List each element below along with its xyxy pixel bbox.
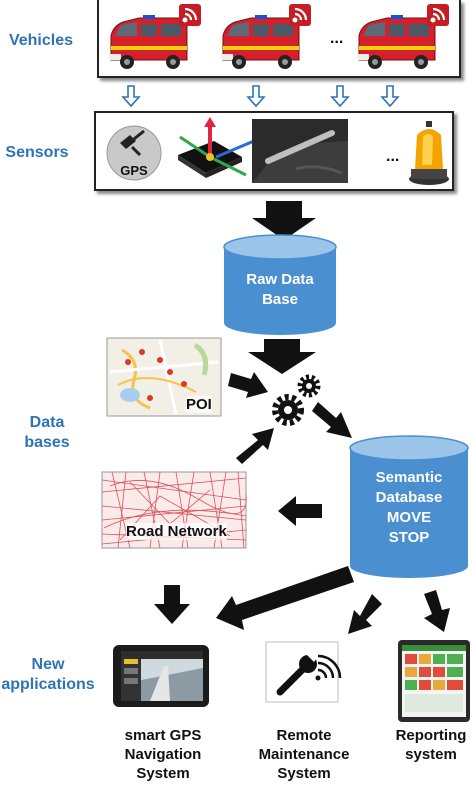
vehicles-panel — [97, 0, 461, 78]
vehicles-label: Vehicles — [8, 32, 74, 49]
maintenance-app-caption-line3: System — [277, 765, 331, 782]
arrow-semanticdb-to-maintenance-app — [348, 594, 382, 634]
raw-database-cylinder — [223, 234, 337, 335]
reporting-app-caption-line2: system — [405, 746, 457, 763]
sensors-panel: GPS ... — [94, 111, 454, 191]
new-applications-label-line1: New — [31, 656, 65, 673]
arrow-sensors-to-rawdb — [252, 201, 316, 240]
new-applications-label: New applications — [0, 655, 96, 695]
remote-maintenance-icon — [265, 641, 342, 703]
semantic-database-label-line3: MOVE — [386, 509, 432, 526]
imu-sensor-icon — [178, 117, 255, 178]
arrow-to-gps-app — [154, 585, 190, 624]
gps-navigation-device-icon — [113, 645, 209, 707]
raw-database-label: Raw Data Base — [224, 270, 336, 310]
gps-app-caption-line2: Navigation — [124, 746, 202, 763]
poi-label: POI — [186, 396, 212, 413]
maintenance-app-caption-line2: Maintenance — [258, 746, 350, 763]
small-down-arrow-3 — [330, 85, 350, 108]
gps-app-caption-line1: smart GPS — [124, 727, 202, 744]
arrow-semanticdb-to-gps-app — [216, 566, 354, 630]
sensors-ellipsis: ... — [386, 148, 399, 165]
arrow-rawdb-to-gears — [248, 339, 316, 374]
arrow-roadnetwork-to-gears — [236, 428, 274, 464]
semantic-database-label-line1: Semantic — [375, 469, 443, 486]
arrow-poi-to-gears — [228, 372, 268, 398]
vehicles-ellipsis: ... — [330, 30, 344, 47]
gps-app-caption: smart GPS Navigation System — [108, 726, 218, 783]
sensors-label: Sensors — [5, 144, 69, 161]
gps-icon-text: GPS — [120, 163, 148, 178]
databases-label-line2: bases — [24, 434, 70, 451]
databases-label: Data bases — [12, 413, 82, 453]
arrow-gears-to-semanticdb — [312, 402, 352, 438]
gears-icon — [272, 374, 321, 426]
semantic-database-label-line2: Database — [375, 489, 443, 506]
reporting-app-caption: Reporting system — [388, 726, 474, 764]
small-down-arrow-2 — [246, 85, 266, 108]
semantic-database-cylinder — [349, 435, 469, 578]
maintenance-app-caption-line1: Remote — [276, 727, 332, 744]
arrow-semanticdb-to-reporting-app — [424, 590, 450, 632]
beacon-light-icon — [409, 121, 449, 185]
handbrake-sensor-photo — [252, 119, 348, 183]
raw-database-label-line1: Raw Data — [246, 271, 314, 288]
gps-app-caption-line3: System — [136, 765, 190, 782]
vehicle-sensor-arrows — [121, 85, 400, 108]
maintenance-app-caption: Remote Maintenance System — [246, 726, 362, 783]
small-down-arrow-4 — [380, 85, 400, 108]
road-network-label: Road Network — [126, 523, 227, 540]
arrow-semanticdb-to-roadnetwork — [278, 496, 322, 526]
new-applications-label-line2: applications — [1, 676, 95, 693]
databases-label-line1: Data — [29, 414, 65, 431]
gps-icon — [106, 125, 162, 181]
semantic-database-label-line4: STOP — [388, 529, 430, 546]
reporting-app-caption-line1: Reporting — [395, 727, 467, 744]
semantic-database-label: Semantic Database MOVE STOP — [350, 468, 468, 548]
reporting-tablet-icon — [398, 640, 470, 722]
raw-database-label-line2: Base — [262, 291, 298, 308]
small-down-arrow-1 — [121, 85, 141, 108]
